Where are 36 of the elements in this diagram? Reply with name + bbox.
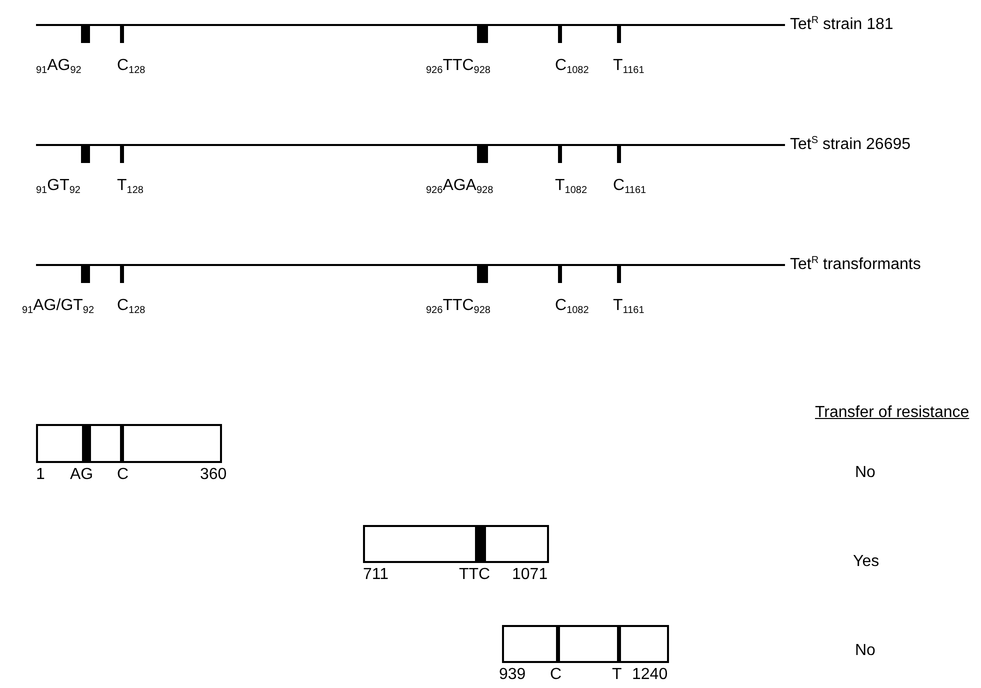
fragment-box xyxy=(363,525,549,563)
mutation-label: $_{91}$GT$_{92}$ xyxy=(36,177,80,195)
mutation-label: $_{926}$TTC$_{928}$ xyxy=(426,297,490,315)
mutation-label: C$_{128}$ xyxy=(117,57,146,75)
strain-label: Tet$^{S}$ strain 26695 xyxy=(790,136,911,154)
mutation-label: $_{926}$TTC$_{928}$ xyxy=(426,57,490,75)
position-label: C xyxy=(550,666,562,684)
fragment-box xyxy=(36,424,222,463)
position-label: TTC xyxy=(459,566,490,584)
mutation-label: C$_{1082}$ xyxy=(555,57,589,75)
position-label: 1071 xyxy=(512,566,548,584)
position-label: 360 xyxy=(200,466,227,484)
mutation-label: T$_{1161}$ xyxy=(613,57,644,75)
column-heading: Transfer of resistance xyxy=(815,404,970,422)
position-label: 1240 xyxy=(632,666,668,684)
mutation-label: C$_{1161}$ xyxy=(613,177,646,195)
strain-label: Tet$^{R}$ strain 181 xyxy=(790,16,894,34)
position-label: C xyxy=(117,466,129,484)
result-label: No xyxy=(855,642,876,660)
mutation-label: $_{91}$AG/GT$_{92}$ xyxy=(22,297,94,315)
position-label: AG xyxy=(70,466,94,484)
mutation-label: T$_{128}$ xyxy=(117,177,144,195)
position-label: 1 xyxy=(36,466,45,484)
mutation-label: $_{91}$AG$_{92}$ xyxy=(36,57,82,75)
mutation-label: T$_{1161}$ xyxy=(613,297,644,315)
mutation-label: C$_{1082}$ xyxy=(555,297,589,315)
result-label: Yes xyxy=(853,553,880,571)
mutation-label: $_{926}$AGA$_{928}$ xyxy=(426,177,494,195)
result-label: No xyxy=(855,464,876,482)
position-label: T xyxy=(612,666,622,684)
fragment-box xyxy=(502,625,669,663)
strain-label: Tet$^{R}$ transformants xyxy=(790,256,921,274)
position-label: 939 xyxy=(499,666,526,684)
position-label: 711 xyxy=(363,566,389,584)
mutation-label: T$_{1082}$ xyxy=(555,177,588,195)
mutation-label: C$_{128}$ xyxy=(117,297,146,315)
